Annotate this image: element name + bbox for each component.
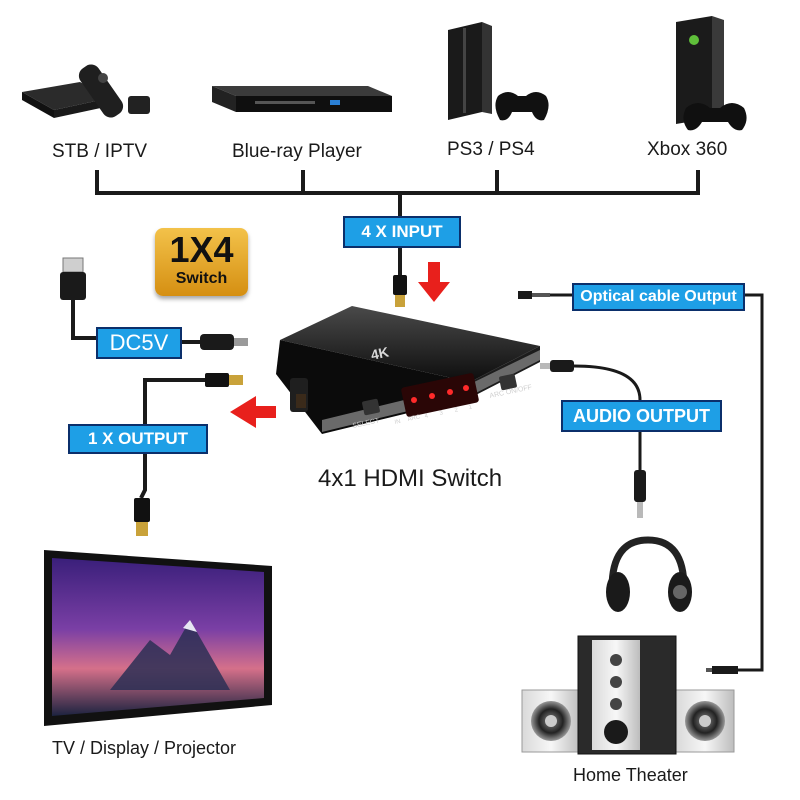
switch-caption: 4x1 HDMI Switch (318, 465, 503, 492)
bluray-player-icon (212, 86, 392, 112)
xbox-label: Xbox 360 (647, 139, 728, 160)
optical-plug-icon (706, 666, 738, 674)
switch-logo: 4K (369, 344, 390, 363)
optical-cable (550, 293, 764, 672)
port-label: IN (394, 419, 401, 426)
input-tag: 4 X INPUT (343, 216, 461, 248)
stb-device-icon (22, 64, 150, 118)
output-tag: 1 X OUTPUT (68, 424, 208, 454)
usb-plug-icon (60, 257, 86, 300)
optical-plug-icon (518, 291, 550, 299)
hdmi-switch-device: 4K SELECT ARC ON/OFF IN ARC 4 3 2 1 (276, 306, 540, 434)
dc-plug-icon (200, 334, 248, 350)
audio-jack-icon (634, 470, 646, 518)
input-bus (95, 170, 700, 275)
subwoofer-icon (577, 635, 677, 755)
hdmi-plug-icon (134, 498, 150, 536)
tv-label: TV / Display / Projector (52, 738, 237, 758)
port-label: 2 (454, 407, 459, 414)
audio-cable (573, 364, 642, 470)
optical-tag: Optical cable Output (572, 283, 745, 311)
xbox-icon (676, 16, 747, 131)
bluray-label: Blue-ray Player (232, 141, 362, 162)
port-label: 4 (424, 413, 429, 420)
speaker-icon (675, 689, 735, 753)
output-arrow-icon (230, 396, 276, 428)
output-cable (139, 378, 205, 499)
badge-main: 1X4 (169, 229, 234, 270)
hdmi-plug-icon (393, 275, 407, 307)
port-label: 3 (439, 410, 444, 417)
headphones-icon (606, 536, 692, 612)
playstation-icon (448, 22, 549, 121)
badge-sub: Switch (175, 270, 228, 287)
switch-count-badge: 1X4 Switch (155, 228, 248, 296)
hdmi-plug-icon (205, 373, 243, 387)
port-label: 1 (468, 404, 473, 411)
port-label-row: IN ARC 4 3 2 1 (394, 404, 473, 426)
audio-jack-icon (540, 360, 574, 372)
power-tag: DC5V (96, 327, 182, 359)
theater-label: Home Theater (573, 765, 688, 785)
stb-label: STB / IPTV (52, 141, 148, 162)
audio-output-tag: AUDIO OUTPUT (561, 400, 722, 432)
dc-cable (71, 300, 200, 344)
speaker-icon (521, 689, 581, 753)
ps-label: PS3 / PS4 (447, 139, 535, 160)
tv-display-icon (44, 550, 272, 726)
input-arrow-icon (418, 262, 450, 302)
port-label: ARC (407, 414, 421, 423)
